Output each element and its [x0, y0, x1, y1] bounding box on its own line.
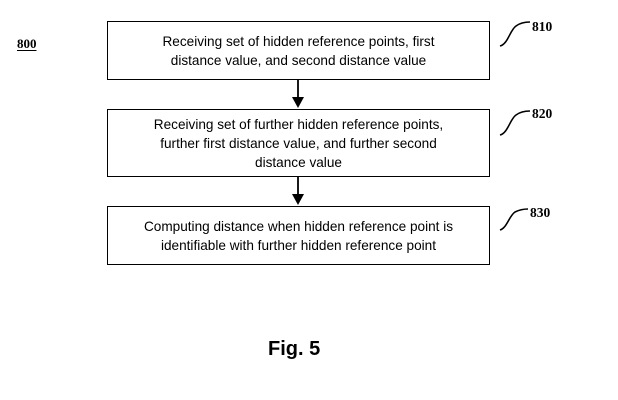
- reference-number-820: 820: [532, 106, 553, 121]
- process-step-820: Receiving set of further hidden referenc…: [107, 109, 490, 177]
- process-step-820-text: Receiving set of further hidden referenc…: [144, 115, 453, 172]
- step-820-line-2: further first distance value, and furthe…: [160, 135, 437, 151]
- step-830-line-1: Computing distance when hidden reference…: [143, 218, 454, 234]
- process-step-830: Computing distance when hidden reference…: [107, 206, 490, 265]
- process-step-830-text: Computing distance when hidden reference…: [134, 217, 463, 255]
- leader-line-830: [499, 208, 529, 231]
- figure-reference-number: 800: [17, 36, 37, 51]
- figure-caption: Fig. 5: [268, 338, 321, 360]
- leader-line-810: [499, 21, 531, 47]
- process-step-810-text: Receiving set of hidden reference points…: [152, 32, 444, 70]
- step-830-line-2: identifiable with further hidden referen…: [160, 237, 437, 253]
- reference-number-830: 830: [530, 205, 551, 220]
- process-step-810: Receiving set of hidden reference points…: [107, 21, 490, 80]
- step-810-line-1: Receiving set of hidden reference points…: [162, 33, 435, 49]
- flow-arrow-810-to-820: [292, 80, 304, 108]
- step-820-line-1: Receiving set of further hidden referenc…: [153, 116, 444, 132]
- step-820-line-3: distance value: [255, 154, 342, 170]
- reference-number-810: 810: [532, 19, 553, 34]
- leader-line-820: [499, 110, 531, 136]
- step-810-line-2: distance value, and second distance valu…: [170, 52, 427, 68]
- flow-arrow-820-to-830: [292, 177, 304, 205]
